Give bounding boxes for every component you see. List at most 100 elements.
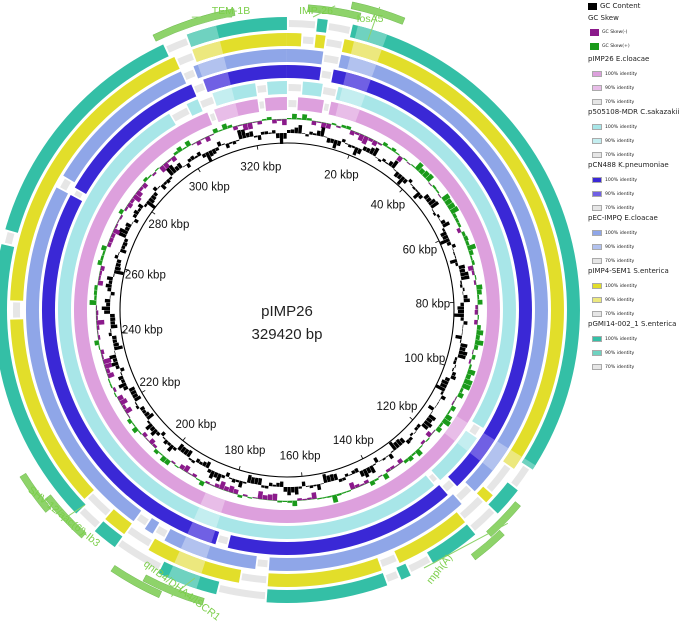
- gc-content-bar: [120, 371, 123, 376]
- gene-annotation: TEM-1B: [152, 5, 250, 42]
- gc-content-bar: [294, 127, 299, 134]
- gc-content-bar: [294, 486, 299, 495]
- gc-content-bar: [137, 203, 144, 209]
- gc-skew-bar: [394, 463, 400, 468]
- gc-content-bar: [205, 151, 213, 163]
- gc-content-bar: [430, 200, 440, 209]
- gc-content-bar: [190, 155, 196, 161]
- gc-skew-bar: [425, 437, 430, 442]
- gc-content-bar: [118, 382, 127, 389]
- gc-content-bar: [423, 419, 433, 429]
- gc-content-bar: [149, 425, 156, 432]
- gc-content-bar: [257, 478, 263, 486]
- legend-identity-row: 100% identity: [588, 177, 637, 183]
- gc-skew-bar: [101, 354, 105, 360]
- legend-gc-content: GC Content: [588, 2, 640, 10]
- gc-content-bar: [246, 474, 252, 484]
- gc-content-bar: [237, 480, 243, 488]
- ring-70-segment: [380, 554, 397, 567]
- gc-content-bar: [396, 173, 403, 180]
- gc-skew-bar: [151, 171, 157, 177]
- gc-content-bar: [148, 197, 155, 204]
- gc-content-bar: [228, 141, 233, 145]
- gc-skew-bar: [382, 141, 389, 147]
- gc-skew-bar: [94, 295, 97, 300]
- ring-70-segment: [218, 585, 266, 600]
- gc-skew-bar: [418, 445, 423, 450]
- gc-content-bar: [412, 186, 416, 190]
- gc-content-bar: [110, 317, 116, 322]
- gc-content-bar: [441, 379, 449, 386]
- ring-90-segment: [350, 41, 382, 62]
- gc-content-bar: [298, 125, 303, 134]
- gc-skew-bar: [221, 123, 228, 130]
- gc-skew-bar: [341, 491, 347, 494]
- identity-swatch: [592, 244, 602, 250]
- gc-content-bar: [112, 339, 118, 344]
- gc-content-bar: [245, 132, 250, 138]
- identity-label: 90% identity: [605, 85, 635, 91]
- gc-skew-bar: [282, 500, 287, 502]
- identity-label: 70% identity: [605, 152, 635, 158]
- tick-label: 200 kbp: [176, 419, 217, 431]
- gc-skew-bar: [450, 405, 457, 412]
- gc-skew-bar: [371, 139, 378, 147]
- gc-content-bar: [457, 310, 465, 314]
- ring-70-segment: [4, 232, 15, 245]
- gc-content-bar: [132, 213, 138, 219]
- legend-identity-row: 100% identity: [588, 283, 637, 289]
- gc-content-bar: [333, 473, 339, 481]
- gc-content-bar: [117, 375, 124, 381]
- gc-content-bar: [373, 457, 379, 464]
- ring-70-segment: [385, 571, 399, 582]
- identity-swatch: [592, 177, 602, 183]
- legend-identity-row: 90% identity: [588, 244, 634, 250]
- gene-arc: [142, 574, 205, 606]
- gc-content-bar: [388, 441, 397, 451]
- gc-skew-bar: [94, 340, 100, 346]
- gc-skew-bar: [282, 119, 287, 126]
- ring-90-segment: [193, 507, 221, 528]
- gc-skew-track: [89, 113, 484, 507]
- gc-content-bar: [460, 271, 469, 277]
- tick-label: 240 kbp: [122, 325, 163, 337]
- gc-content-bar: [195, 458, 201, 464]
- gc-content-bar: [322, 473, 328, 484]
- gc-skew-bar: [463, 378, 473, 386]
- gc-skew-minus-swatch: [590, 29, 599, 36]
- gc-skew-bar: [183, 464, 191, 473]
- legend-gc-skew-plus: GC Skew(+): [588, 43, 630, 50]
- identity-label: 100% identity: [605, 283, 638, 289]
- gc-content-bar: [423, 193, 430, 200]
- ring-90-segment: [335, 103, 360, 123]
- gc-skew-bar: [119, 214, 124, 220]
- gc-skew-bar: [391, 147, 397, 153]
- gc-skew-bar: [425, 173, 435, 182]
- gc-skew-bar: [336, 125, 341, 129]
- gc-skew-bar: [411, 164, 416, 168]
- identity-swatch: [592, 124, 602, 130]
- gc-content-bar: [458, 350, 468, 356]
- gc-content-bar: [113, 269, 124, 276]
- gc-content-bar: [106, 302, 111, 307]
- gc-skew-bar: [444, 414, 453, 422]
- gc-skew-bar: [107, 371, 115, 379]
- identity-swatch: [592, 71, 602, 77]
- gc-skew-bar: [242, 494, 248, 497]
- ring-90-segment: [347, 56, 377, 77]
- gene-arc: [44, 494, 87, 539]
- gc-skew-bar: [341, 124, 347, 129]
- legend-ring-title: pCN488 K.pneumoniae: [588, 161, 669, 169]
- gc-content-bar: [153, 191, 159, 197]
- gc-content-bar: [461, 332, 463, 336]
- gc-content-bar: [351, 470, 356, 475]
- gc-skew-bar: [223, 485, 230, 492]
- ring-70-segment: [209, 113, 217, 122]
- gc-skew-bar: [141, 182, 149, 189]
- gc-skew-bar: [301, 114, 308, 121]
- gc-content-bar: [135, 405, 140, 410]
- identity-label: 90% identity: [605, 244, 635, 250]
- ring-70-segment: [171, 107, 190, 122]
- tick-mark: [360, 455, 364, 459]
- gc-skew-bar: [195, 139, 202, 146]
